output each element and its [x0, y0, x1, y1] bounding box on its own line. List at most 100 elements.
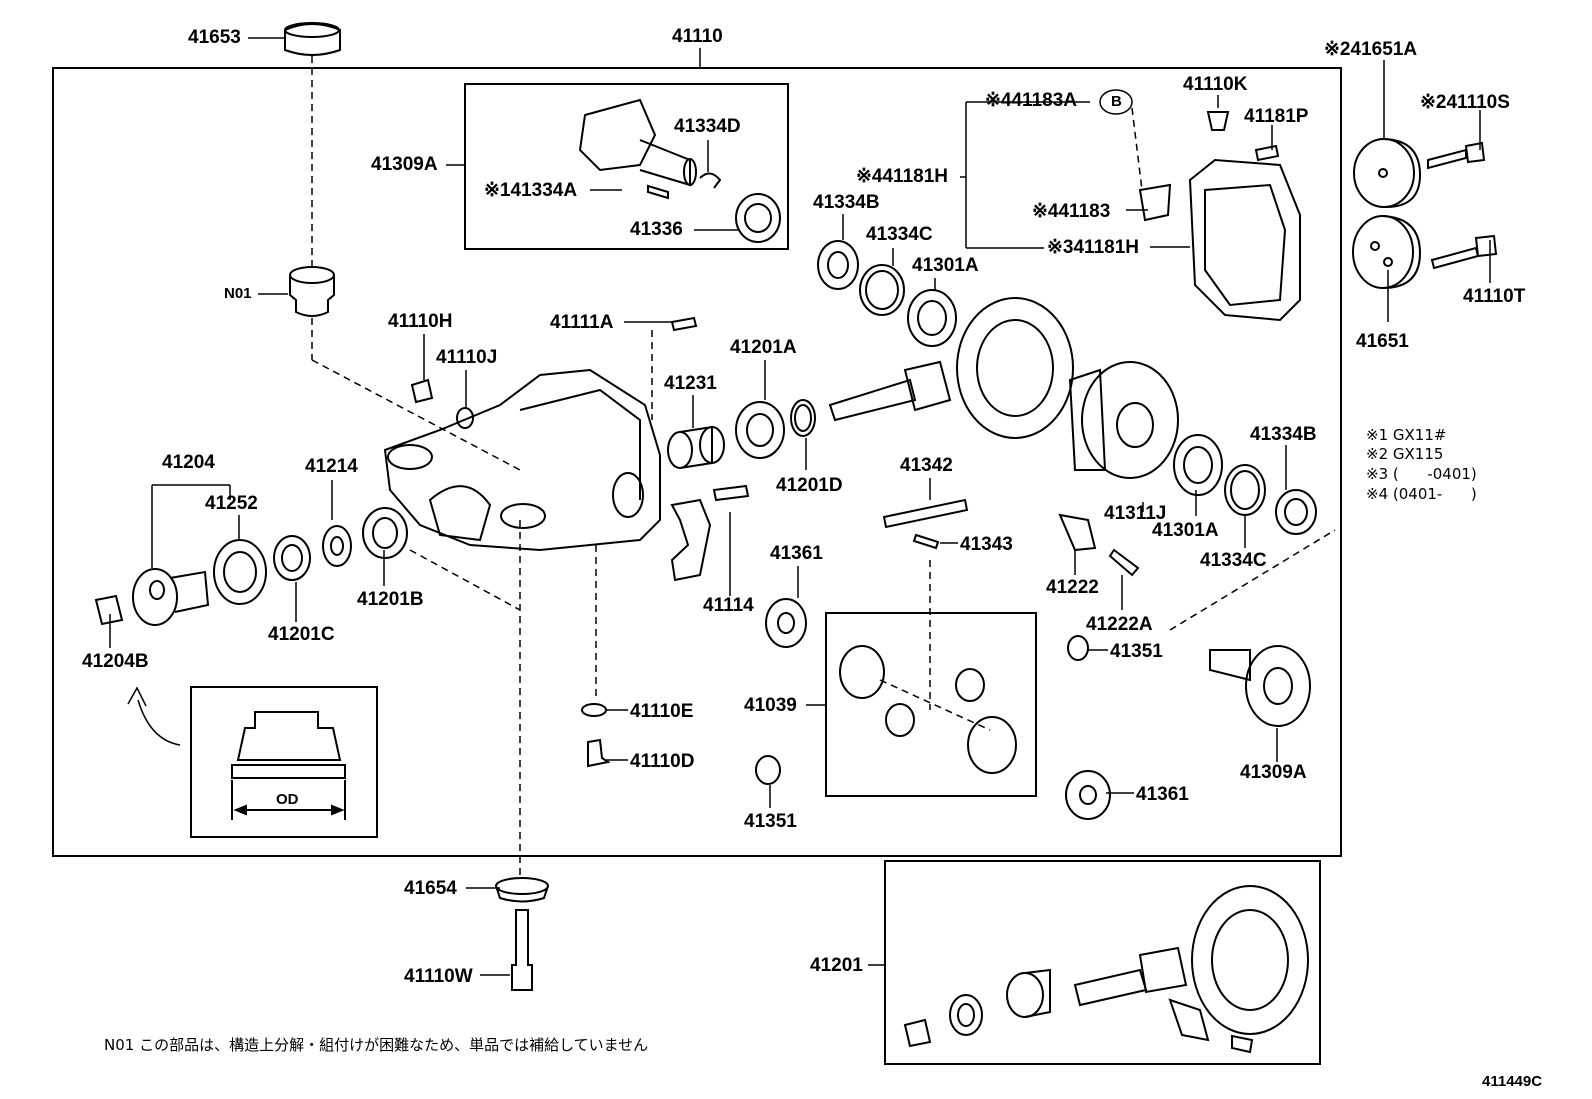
diagram-code: 411449C: [1482, 1073, 1543, 1090]
label-N01: N01: [224, 285, 252, 302]
label-41222: 41222: [1046, 577, 1099, 598]
part-41252-seal: [213, 539, 267, 605]
applicability-note-3: ※3 ( -0401): [1366, 465, 1477, 483]
part-41204B-nut: [94, 594, 124, 626]
part-41201-gear-kit: [903, 885, 1309, 1054]
label-41309A-top: 41309A: [371, 154, 438, 175]
label-41301A-right: 41301A: [1152, 520, 1219, 541]
label-41201D: 41201D: [776, 475, 843, 496]
ref-b-circle: [1099, 89, 1133, 115]
part-41334C-top-shim: [859, 264, 905, 316]
part-drive-pinion: [828, 360, 952, 422]
part-41311J-case: [1068, 361, 1179, 479]
part-41309A-right-flange: [1209, 645, 1311, 727]
label-41181P: 41181P: [1244, 106, 1309, 127]
label-41334B-top: 41334B: [813, 192, 880, 213]
part-41110E-gasket: [581, 703, 607, 717]
label-41183: ※441183: [1032, 201, 1111, 222]
alignment-lines: [311, 56, 1336, 880]
part-41334B-right-seal: [1275, 489, 1317, 535]
footnote-N01: N01 この部品は、構造上分解・組付けが困難なため、単品では補給していません: [104, 1036, 649, 1054]
label-41201A: 41201A: [730, 337, 797, 358]
label-41204: 41204: [162, 452, 215, 473]
label-41309A-right: 41309A: [1240, 762, 1307, 783]
part-41361-washer-left: [765, 598, 807, 648]
label-41651: 41651: [1356, 331, 1409, 352]
ring-pinion-kit-box: [884, 860, 1321, 1065]
part-41231-spacer: [667, 425, 725, 469]
applicability-note-1: ※1 GX11#: [1366, 426, 1447, 444]
label-41110K: 41110K: [1183, 74, 1248, 95]
flange-subassembly-box: [464, 83, 789, 250]
label-41110W: 41110W: [404, 966, 473, 987]
label-41654: 41654: [404, 878, 457, 899]
part-41181H-cover: [1138, 111, 1301, 322]
part-41301A-top-bearing: [907, 289, 957, 347]
label-41110: 41110: [672, 26, 723, 47]
part-41201D-shim: [790, 399, 816, 437]
label-41183A: ※441183A: [985, 90, 1077, 111]
label-41201C: 41201C: [268, 624, 335, 645]
label-41334D: 41334D: [674, 116, 741, 137]
part-41039-gear-set: [839, 645, 1017, 774]
label-41342: 41342: [900, 455, 953, 476]
label-41110D: 41110D: [630, 751, 695, 772]
label-41039: 41039: [744, 695, 797, 716]
part-41653-cap: [284, 22, 341, 56]
part-41201A-bearing: [735, 401, 785, 459]
label-41351-right: 41351: [1110, 641, 1163, 662]
part-41110J-gasket: [456, 407, 474, 429]
part-41301A-right-bearing: [1173, 434, 1223, 496]
label-41311J: 41311J: [1104, 503, 1167, 524]
part-41222-lock: [1058, 513, 1097, 552]
label-41181H-3: ※341181H: [1047, 237, 1139, 258]
part-41309A-flange: [578, 98, 781, 243]
part-41334B-top-bearing: [817, 240, 859, 290]
part-41110S-bolt: [1427, 141, 1486, 170]
part-41201C-bearing: [273, 535, 311, 581]
part-41654-bushing: [495, 877, 549, 903]
curved-arrow-icon: [137, 699, 181, 746]
applicability-note-4: ※4 (0401- ): [1366, 485, 1477, 503]
part-41110W-bolt: [511, 909, 533, 991]
label-41110T: 41110T: [1463, 286, 1526, 307]
label-41231: 41231: [664, 373, 717, 394]
pinion-gear-kit-box: [825, 612, 1037, 797]
part-ring-gear: [956, 297, 1074, 439]
part-41214-spacer: [322, 525, 352, 567]
label-41214: 41214: [305, 456, 358, 477]
label-41252: 41252: [205, 493, 258, 514]
assembly-41110-frame: [52, 67, 1342, 857]
label-41336: 41336: [630, 219, 683, 240]
label-41334C-top: 41334C: [866, 224, 933, 245]
label-od: OD: [276, 791, 299, 808]
part-41110D-plug: [587, 738, 611, 768]
part-41114-bolt: [712, 484, 750, 502]
label-41653: 41653: [188, 27, 241, 48]
part-41110T-bolt: [1430, 234, 1498, 270]
part-41201B-bearing: [362, 507, 408, 559]
label-41222A: 41222A: [1086, 614, 1153, 635]
part-41651-flange: [1352, 215, 1422, 289]
applicability-note-2: ※2 GX115: [1366, 445, 1444, 463]
label-41343: 41343: [960, 534, 1013, 555]
part-41351-washer-left: [755, 755, 781, 785]
part-N01-bushing: [289, 266, 335, 317]
label-41334C-right: 41334C: [1200, 550, 1267, 571]
label-41110J: 41110J: [436, 347, 498, 368]
part-41361-washer-right: [1065, 770, 1111, 820]
label-41110S: ※241110S: [1420, 92, 1510, 113]
leader-lines: [109, 37, 1491, 976]
nut-detail-drawing: [231, 711, 346, 820]
label-41334B-right: 41334B: [1250, 424, 1317, 445]
label-41114: 41114: [703, 595, 754, 616]
label-41201: 41201: [810, 955, 863, 976]
part-41110H-plug: [410, 378, 434, 404]
part-41343-pin: [912, 533, 940, 550]
part-41204-flange: [132, 568, 210, 626]
label-41204B: 41204B: [82, 651, 149, 672]
part-41651A-flange: [1353, 138, 1422, 209]
part-41351-washer-right: [1067, 635, 1089, 661]
part-41111A-pin: [670, 316, 698, 332]
